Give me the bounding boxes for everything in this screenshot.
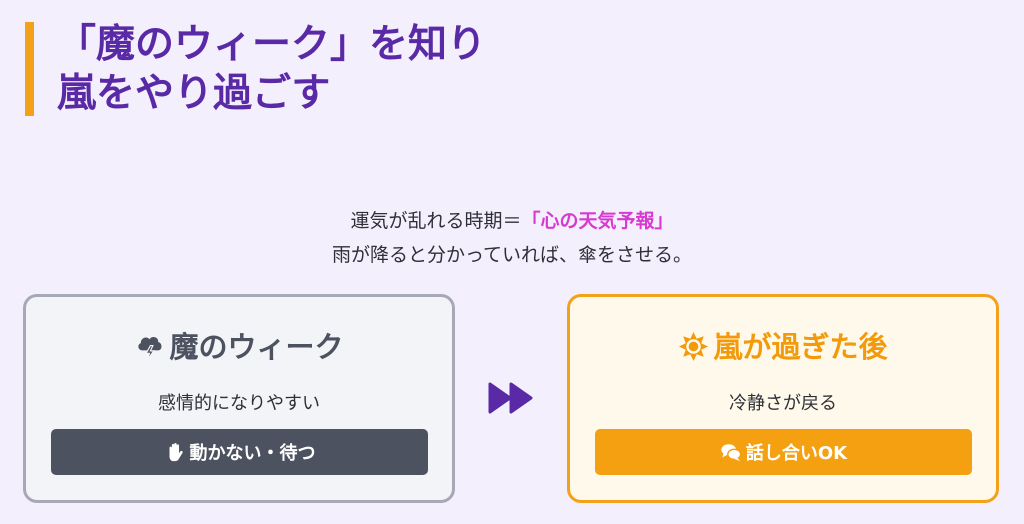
card-after-storm-title: 嵐が過ぎた後: [713, 330, 888, 364]
talk-ok-button-label: 話し合いOK: [745, 443, 848, 464]
chat-bubbles-icon: [721, 444, 742, 462]
card-after-storm: 嵐が過ぎた後 冷静さが戻る 話し合いOK: [567, 294, 999, 503]
intro-line-1: 運気が乱れる時期＝「心の天気予報」: [0, 206, 1024, 233]
card-after-storm-description: 冷静さが戻る: [729, 393, 837, 414]
talk-ok-button[interactable]: 話し合いOK: [595, 429, 972, 475]
card-magic-week: 魔のウィーク 感情的になりやすい 動かない・待つ: [23, 294, 455, 503]
title-accent-bar: [25, 22, 34, 116]
fast-forward-icon: [488, 382, 533, 414]
intro-line-2: 雨が降ると分かっていれば、傘をさせる。: [331, 244, 693, 266]
wait-button-label: 動かない・待つ: [189, 443, 316, 464]
intro-line-1-text: 運気が乱れる時期＝: [350, 210, 522, 232]
storm-cloud-icon: [138, 337, 162, 361]
page-title-line-1: 「魔のウィーク」を知り: [57, 22, 487, 67]
card-magic-week-description: 感情的になりやすい: [158, 393, 320, 414]
card-magic-week-title: 魔のウィーク: [169, 330, 344, 364]
sun-icon: [679, 331, 709, 362]
page-title-line-2: 嵐をやり過ごす: [57, 71, 331, 116]
card-after-storm-heading: 嵐が過ぎた後: [570, 329, 996, 365]
page-title: 「魔のウィーク」を知り 嵐をやり過ごす: [57, 20, 486, 118]
card-magic-week-heading: 魔のウィーク: [26, 329, 452, 365]
intro-highlight: 「心の天気予報」: [521, 210, 674, 232]
wait-button[interactable]: 動かない・待つ: [51, 429, 428, 475]
hand-stop-icon: [169, 443, 183, 462]
